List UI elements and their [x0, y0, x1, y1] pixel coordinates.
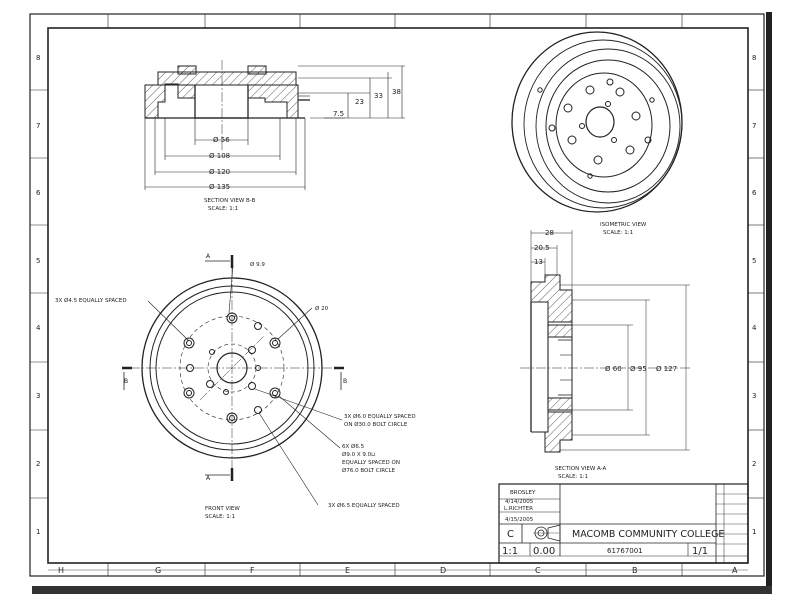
weight-value: 0.00 — [533, 546, 555, 557]
cut-label-a-bottom: A — [206, 475, 211, 482]
section-bb-scale: SCALE: 1:1 — [208, 206, 238, 212]
section-view-a-a — [520, 230, 690, 453]
zone-col-b: B — [632, 566, 638, 575]
callout-d20: Ø 20 — [315, 305, 329, 312]
checked-date: 4/15/2005 — [505, 517, 534, 523]
dim-d60: Ø 60 — [605, 365, 622, 373]
zone-row-right-7: 7 — [752, 122, 756, 130]
dim-d108: Ø 108 — [209, 152, 230, 160]
front-view-scale: SCALE: 1:1 — [205, 514, 235, 520]
isometric-title: ISOMETRIC VIEW — [600, 222, 647, 228]
zone-row-right-8: 8 — [752, 54, 756, 62]
section-view-b-b — [144, 60, 405, 190]
callout-6x-line4: Ø76.0 BOLT CIRCLE — [342, 467, 396, 474]
cut-label-a-top: A — [206, 253, 211, 260]
zone-col-f: F — [250, 566, 255, 575]
isometric-scale: SCALE: 1:1 — [603, 230, 633, 236]
callout-6x-line1: 6X Ø6.5 — [342, 443, 365, 450]
section-aa-title: SECTION VIEW A-A — [555, 466, 607, 472]
checked-by: L.RICHTER — [504, 506, 533, 512]
callout-3x-6-0-line1: 3X Ø6.0 EQUALLY SPACED — [344, 413, 416, 420]
zone-row-right-1: 1 — [752, 528, 756, 536]
zone-row-right-6: 6 — [752, 189, 757, 197]
zone-row-left-6: 6 — [36, 189, 41, 197]
front-view-title: FRONT VIEW — [205, 506, 240, 512]
zone-row-left-5: 5 — [36, 257, 40, 265]
zone-row-right-2: 2 — [752, 460, 756, 468]
sheet-number: 1/1 — [692, 546, 708, 557]
sheet-size: C — [507, 529, 514, 540]
dim-38: 38 — [392, 88, 401, 96]
dim-d127: Ø 127 — [656, 365, 677, 373]
dim-d56: Ø 56 — [213, 136, 230, 144]
dim-7-5: 7.5 — [333, 110, 344, 118]
zone-row-left-8: 8 — [36, 54, 40, 62]
dim-23: 23 — [355, 98, 364, 106]
border-zone-ticks — [30, 14, 764, 576]
callout-3x-6-5: 3X Ø6.5 EQUALLY SPACED — [328, 502, 400, 509]
dim-33: 33 — [374, 92, 383, 100]
zone-row-left-2: 2 — [36, 460, 40, 468]
dim-28: 28 — [545, 229, 554, 237]
drawn-by: BROSLEY — [510, 490, 536, 496]
section-aa-scale: SCALE: 1:1 — [558, 474, 588, 480]
zone-col-c: C — [535, 566, 541, 575]
zone-col-e: E — [345, 566, 350, 575]
zone-col-d: D — [440, 566, 446, 575]
title-block — [498, 483, 749, 564]
dim-13: 13 — [534, 258, 543, 266]
zone-row-left-1: 1 — [36, 528, 40, 536]
callout-d9-9: Ø 9.9 — [250, 261, 265, 268]
drawn-date: 4/14/2005 — [505, 499, 534, 505]
inner-border — [47, 27, 749, 564]
callout-3x-4-5: 3X Ø4.5 EQUALLY SPACED — [55, 297, 127, 304]
front-view — [122, 255, 344, 506]
isometric-view — [511, 31, 683, 213]
paper-shadow-bottom — [32, 586, 772, 594]
dim-20-5: 20.5 — [534, 244, 550, 252]
outer-border — [29, 13, 765, 577]
scale-value: 1:1 — [502, 546, 518, 557]
zone-row-left-7: 7 — [36, 122, 40, 130]
zone-row-right-3: 3 — [752, 392, 756, 400]
section-bb-title: SECTION VIEW B-B — [204, 198, 256, 204]
callout-6x-line3: EQUALLY SPACED ON — [342, 460, 400, 466]
drawing-number: 61767001 — [607, 547, 643, 555]
callout-3x-6-0-line2: ON Ø30.0 BOLT CIRCLE — [344, 421, 408, 428]
zone-row-right-5: 5 — [752, 257, 756, 265]
cut-label-b-left: B — [124, 378, 128, 385]
zone-col-h: H — [58, 566, 64, 575]
dim-d120: Ø 120 — [209, 168, 230, 176]
paper-shadow-right — [766, 12, 772, 592]
zone-col-a: A — [732, 566, 738, 575]
callout-6x-line2: Ø9.0 X 9.0⊔ — [342, 451, 375, 458]
zone-row-right-4: 4 — [752, 324, 757, 332]
zone-row-left-3: 3 — [36, 392, 40, 400]
zone-row-left-4: 4 — [36, 324, 41, 332]
dim-d95: Ø 95 — [630, 365, 647, 373]
cut-label-b-right: B — [343, 378, 347, 385]
zone-col-g: G — [155, 566, 161, 575]
company-name: MACOMB COMMUNITY COLLEGE — [572, 529, 724, 540]
dim-d135: Ø 135 — [209, 183, 230, 191]
